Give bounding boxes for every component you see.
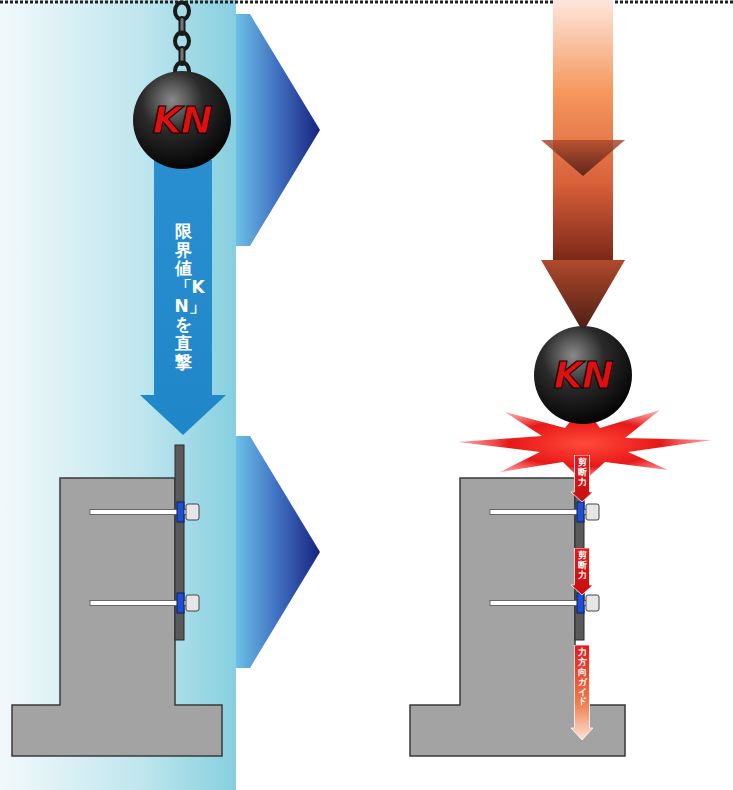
force-arrow: 限界値「KN」を直撃 xyxy=(140,160,226,435)
force-arrow-head xyxy=(541,260,625,332)
impact-panel xyxy=(0,0,236,790)
ball-label: KN xyxy=(553,353,612,397)
arrow-body xyxy=(571,455,593,502)
force-label: 剪断力 xyxy=(578,458,587,488)
arrow-body xyxy=(571,548,593,595)
nut xyxy=(186,504,199,520)
nut xyxy=(586,595,599,611)
washer xyxy=(177,593,184,613)
anchor-bolt xyxy=(90,601,190,606)
force-label: 限界値「KN」を直撃 xyxy=(175,222,192,372)
chain xyxy=(175,3,590,80)
wrecking-ball: KN xyxy=(132,70,232,170)
ball-body xyxy=(133,71,231,169)
ball-body xyxy=(534,326,632,424)
force-label: 力方向ガイド xyxy=(578,648,587,707)
anchor-bolt xyxy=(490,510,590,515)
washer xyxy=(577,502,584,522)
force-arrow: 力方向ガイド xyxy=(571,645,593,740)
arrow-body xyxy=(571,645,593,740)
chevron-arrow xyxy=(236,436,320,668)
steel-plate xyxy=(175,445,184,640)
force-arrow: 剪断力 xyxy=(571,548,593,595)
force-arrow-shaft xyxy=(553,0,613,262)
force-label: 剪断力 xyxy=(578,551,587,581)
nut xyxy=(186,595,199,611)
top-border xyxy=(0,1,733,4)
force-arrow: 剪断力 xyxy=(571,455,593,502)
chevron-arrow xyxy=(236,14,320,246)
retaining-wall xyxy=(12,478,222,756)
retaining-wall xyxy=(410,478,625,756)
anchor-bolt xyxy=(90,510,190,515)
washer xyxy=(577,593,584,613)
arrow-body xyxy=(140,160,226,435)
ball-label: KN xyxy=(152,98,211,142)
force-arrow-head xyxy=(541,140,625,176)
wrecking-ball: KN xyxy=(533,325,633,425)
washer xyxy=(177,502,184,522)
anchor-bolt xyxy=(490,601,590,606)
nut xyxy=(586,504,599,520)
